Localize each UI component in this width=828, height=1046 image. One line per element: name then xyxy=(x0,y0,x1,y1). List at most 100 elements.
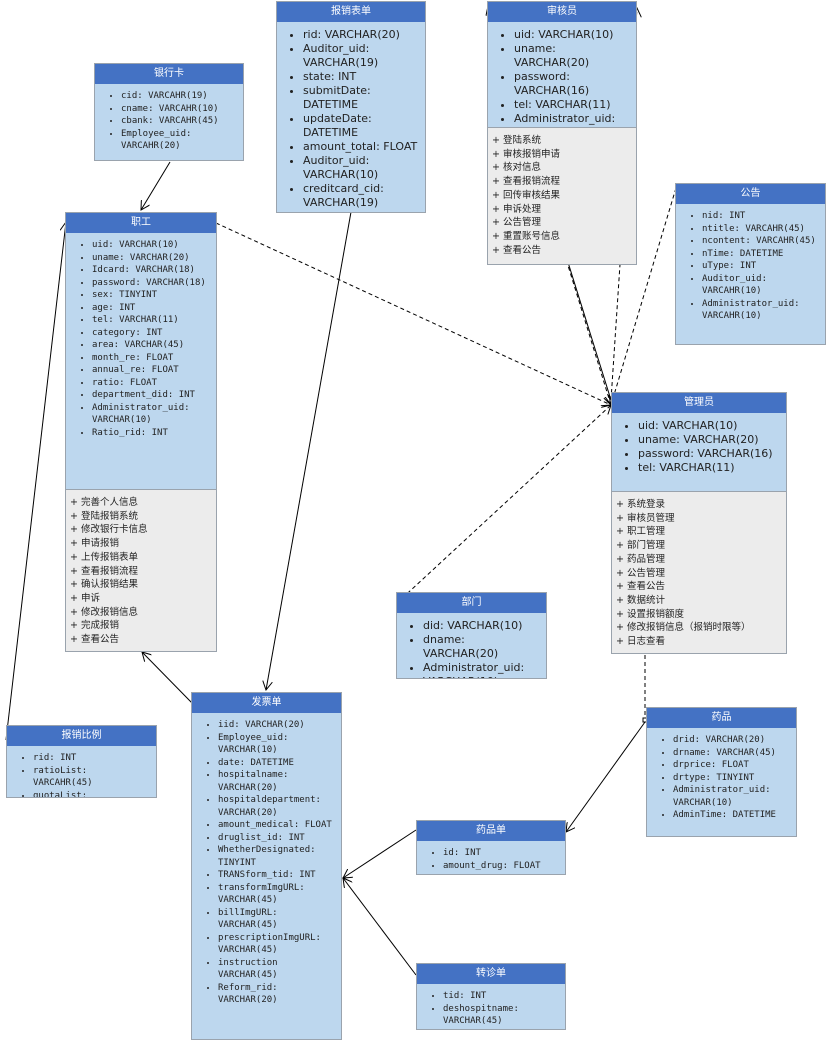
attribute-list: uid: VARCHAR(10)uname: VARCHAR(20)passwo… xyxy=(612,413,786,491)
operation-item: 完成报销 xyxy=(70,619,212,633)
attribute-item: uname: VARCHAR(20) xyxy=(638,433,782,447)
bankcard-to-employee-line xyxy=(141,161,171,210)
operation-item: 登陆报销系统 xyxy=(70,510,212,524)
attribute-item: hospitalname: VARCHAR(20) xyxy=(218,769,337,794)
attribute-item: iid: VARCHAR(20) xyxy=(218,719,337,732)
class-title: 药品 xyxy=(647,708,796,728)
class-drug[interactable]: 药品 drid: VARCHAR(20)drname: VARCHAR(45)d… xyxy=(646,707,797,837)
class-reimbursement-form[interactable]: 报销表单 rid: VARCHAR(20)Auditor_uid: VARCHA… xyxy=(276,1,426,213)
attribute-item: AdminTime: DATETIME xyxy=(673,809,792,822)
attribute-item: Administrator_uid: VARCHAR(10) xyxy=(514,112,632,127)
operation-list: 系统登录审核员管理职工管理部门管理药品管理公告管理查看公告数据统计设置报销额度修… xyxy=(612,491,786,653)
attribute-list: cid: VARCAHR(19)cname: VARCAHR(10)cbank:… xyxy=(95,84,243,160)
class-title: 管理员 xyxy=(612,393,786,413)
class-title: 发票单 xyxy=(192,693,341,713)
attribute-item: feedback: VARCHAR(45) xyxy=(303,210,421,212)
operation-item: 部门管理 xyxy=(616,539,782,553)
attribute-list: rid: INTratioList: VARCAHR(45)quotaList:… xyxy=(7,746,156,798)
attribute-list: iid: VARCHAR(20)Employee_uid: VARCHAR(10… xyxy=(192,713,341,1039)
attribute-item: state: INT xyxy=(303,70,421,84)
operation-item: 重置账号信息 xyxy=(492,230,632,244)
attribute-item: TRANSform_tid: INT xyxy=(218,869,337,882)
attribute-item: amount_drug: FLOAT xyxy=(443,860,561,873)
class-title: 公告 xyxy=(676,184,825,204)
attribute-list: drid: VARCHAR(20)drname: VARCHAR(45)drpr… xyxy=(647,728,796,836)
transfer-to-invoice-line xyxy=(343,878,417,976)
operation-item: 回传审核结果 xyxy=(492,189,632,203)
class-auditor[interactable]: 审核员 uid: VARCHAR(10)uname: VARCHAR(20)pa… xyxy=(487,1,637,265)
class-title: 职工 xyxy=(66,213,216,233)
attribute-item: sex: TINYINT xyxy=(92,289,212,302)
class-bank-card[interactable]: 银行卡 cid: VARCAHR(19)cname: VARCAHR(10)cb… xyxy=(94,63,244,161)
attribute-item: WhetherDesignated: TINYINT xyxy=(218,844,337,869)
class-transfer[interactable]: 转诊单 tid: INTdeshospitname: VARCHAR(45) xyxy=(416,963,566,1030)
class-invoice[interactable]: 发票单 iid: VARCHAR(20)Employee_uid: VARCHA… xyxy=(191,692,342,1040)
operation-item: 核对信息 xyxy=(492,161,632,175)
class-drug-list[interactable]: 药品单 id: INTamount_drug: FLOAT xyxy=(416,820,566,875)
attribute-item: instruction VARCHAR(45) xyxy=(218,957,337,982)
attribute-item: druglist_id: INT xyxy=(218,832,337,845)
attribute-item: amount_total: FLOAT xyxy=(303,140,421,154)
operation-item: 上传报销表单 xyxy=(70,551,212,565)
attribute-item: area: VARCHAR(45) xyxy=(92,339,212,352)
operation-item: 修改报销信息（报销时限等） xyxy=(616,621,782,635)
attribute-item: updateDate: DATETIME xyxy=(303,112,421,140)
attribute-item: Auditor_uid: VARCAHR(10) xyxy=(702,273,821,298)
operation-item: 系统登录 xyxy=(616,498,782,512)
operation-item: 确认报销结果 xyxy=(70,578,212,592)
attribute-item: Administrator_uid: VARCAHR(10) xyxy=(702,298,821,323)
attribute-item: creditcard_cid: VARCHAR(19) xyxy=(303,182,421,210)
class-administrator[interactable]: 管理员 uid: VARCHAR(10)uname: VARCHAR(20)pa… xyxy=(611,392,787,654)
attribute-item: submitDate: DATETIME xyxy=(303,84,421,112)
attribute-item: Auditor_uid: VARCHAR(19) xyxy=(303,42,421,70)
attribute-item: amount_medical: FLOAT xyxy=(218,819,337,832)
attribute-item: uname: VARCHAR(20) xyxy=(514,42,632,70)
attribute-item: cbank: VARCAHR(45) xyxy=(121,115,239,128)
operation-item: 修改报销信息 xyxy=(70,606,212,620)
operation-list: 完善个人信息登陆报销系统修改银行卡信息申请报销上传报销表单查看报销流程确认报销结… xyxy=(66,489,216,651)
operation-item: 查看公告 xyxy=(492,244,632,258)
operation-item: 申请报销 xyxy=(70,537,212,551)
attribute-list: id: INTamount_drug: FLOAT xyxy=(417,841,565,874)
operation-item: 审核报销申请 xyxy=(492,148,632,162)
class-department[interactable]: 部门 did: VARCHAR(10)dname: VARCHAR(20)Adm… xyxy=(396,592,547,679)
attribute-item: drname: VARCHAR(45) xyxy=(673,747,792,760)
attribute-item: password: VARCHAR(18) xyxy=(92,277,212,290)
class-notice[interactable]: 公告 nid: INTntitle: VARCAHR(45)ncontent: … xyxy=(675,183,826,345)
attribute-item: tel: VARCHAR(11) xyxy=(514,98,632,112)
operation-item: 公告管理 xyxy=(616,567,782,581)
ratio-to-employee-line xyxy=(5,222,66,741)
attribute-item: uid: VARCHAR(10) xyxy=(92,239,212,252)
operation-item: 申诉处理 xyxy=(492,203,632,217)
attribute-item: ratioList: VARCAHR(45) xyxy=(33,765,152,790)
attribute-item: Administrator_uid: VARCHAR(10) xyxy=(92,402,212,427)
operation-item: 数据统计 xyxy=(616,594,782,608)
attribute-item: password: VARCHAR(16) xyxy=(638,447,782,461)
attribute-item: hospitaldepartment: VARCHAR(20) xyxy=(218,794,337,819)
attribute-item: date: DATETIME xyxy=(218,757,337,770)
attribute-item: billImgURL: VARCHAR(45) xyxy=(218,907,337,932)
attribute-item: nid: INT xyxy=(702,210,821,223)
attribute-item: cid: VARCAHR(19) xyxy=(121,90,239,103)
attribute-item: Reform_rid: VARCHAR(20) xyxy=(218,982,337,1007)
operation-item: 查看报销流程 xyxy=(70,565,212,579)
class-title: 银行卡 xyxy=(95,64,243,84)
operation-item: 查看公告 xyxy=(616,580,782,594)
class-title: 转诊单 xyxy=(417,964,565,984)
class-employee[interactable]: 职工 uid: VARCHAR(10)uname: VARCHAR(20)Idc… xyxy=(65,212,217,652)
attribute-item: tel: VARCHAR(11) xyxy=(638,461,782,475)
class-title: 报销比例 xyxy=(7,726,156,746)
attribute-item: uname: VARCHAR(20) xyxy=(92,252,212,265)
class-title: 药品单 xyxy=(417,821,565,841)
attribute-item: rid: INT xyxy=(33,752,152,765)
attribute-item: did: VARCHAR(10) xyxy=(423,619,542,633)
attribute-item: Employee_uid: VARCAHR(20) xyxy=(121,128,239,153)
class-reimbursement-ratio[interactable]: 报销比例 rid: INTratioList: VARCAHR(45)quota… xyxy=(6,725,157,798)
operation-list: 登陆系统审核报销申请核对信息查看报销流程回传审核结果申诉处理公告管理重置账号信息… xyxy=(488,127,636,264)
attribute-item: ntitle: VARCAHR(45) xyxy=(702,223,821,236)
attribute-item: tel: VARCHAR(11) xyxy=(92,314,212,327)
attribute-item: quotaList: VARCAHR(45) xyxy=(33,790,152,798)
drug-to-druglist-line xyxy=(566,721,646,832)
operation-item: 日志查看 xyxy=(616,635,782,649)
operation-item: 完善个人信息 xyxy=(70,496,212,510)
